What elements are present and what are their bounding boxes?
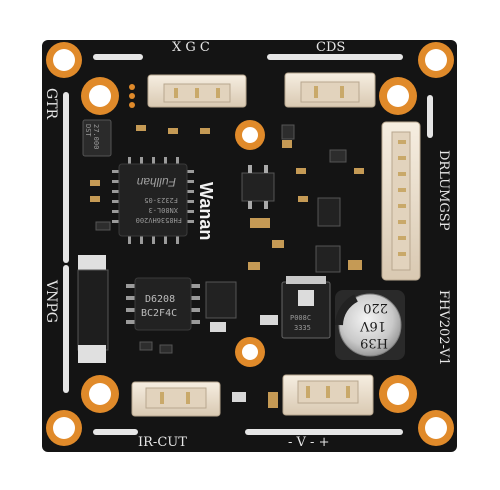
crystal-oscillator: 27.000 DST xyxy=(82,119,112,157)
label-cds: CDS xyxy=(316,40,345,55)
left-block-component xyxy=(77,255,109,363)
isp-brand: Fullhan xyxy=(136,175,176,189)
crystal-text-1: 27.000 xyxy=(92,124,100,149)
connector-top-left xyxy=(147,74,247,108)
label-vnpg: VNPG xyxy=(43,279,59,323)
silkscreen-lines xyxy=(63,54,433,435)
capacitor-text-3: 220 xyxy=(363,300,388,315)
wanan-logo: Wanan xyxy=(196,182,216,240)
capacitor-text-2: 16V xyxy=(359,318,386,333)
isp-chip: FH8536HV200 XN80L-3 F2323-05 Fullhan xyxy=(112,157,194,244)
driver-text-2: BC2F4C xyxy=(141,308,177,319)
connector-bottom-right xyxy=(282,374,374,416)
label-gtr: GTR xyxy=(43,88,59,120)
connector-top-right xyxy=(284,72,376,108)
label-drlumgsp: DRLUMGSP xyxy=(436,150,451,231)
label-power: - V - + xyxy=(288,435,329,450)
driver-text-1: D6208 xyxy=(145,294,175,305)
connector-bottom-left xyxy=(131,381,221,417)
crystal-text-2: DST xyxy=(84,124,92,137)
label-xgc: X G C xyxy=(172,40,210,55)
electrolytic-capacitor: H39 16V 220 xyxy=(335,290,405,360)
driver-chip: D6208 BC2F4C xyxy=(126,277,200,331)
regulator-text-1: P008C xyxy=(290,314,311,322)
connector-right xyxy=(381,121,421,281)
smd-components xyxy=(90,124,364,408)
capacitor-text-1: H39 xyxy=(360,335,388,350)
isp-text-1: FH8536HV200 xyxy=(136,216,182,224)
isp-text-3: F2323-05 xyxy=(144,196,178,204)
label-model: FHV202-V1 xyxy=(436,290,451,366)
mounting-holes xyxy=(46,42,454,446)
voltage-regulator: P008C 3335 xyxy=(281,276,331,339)
label-ircut: IR-CUT xyxy=(138,435,187,450)
regulator-text-2: 3335 xyxy=(294,324,311,332)
isp-text-2: XN80L-3 xyxy=(148,206,178,214)
